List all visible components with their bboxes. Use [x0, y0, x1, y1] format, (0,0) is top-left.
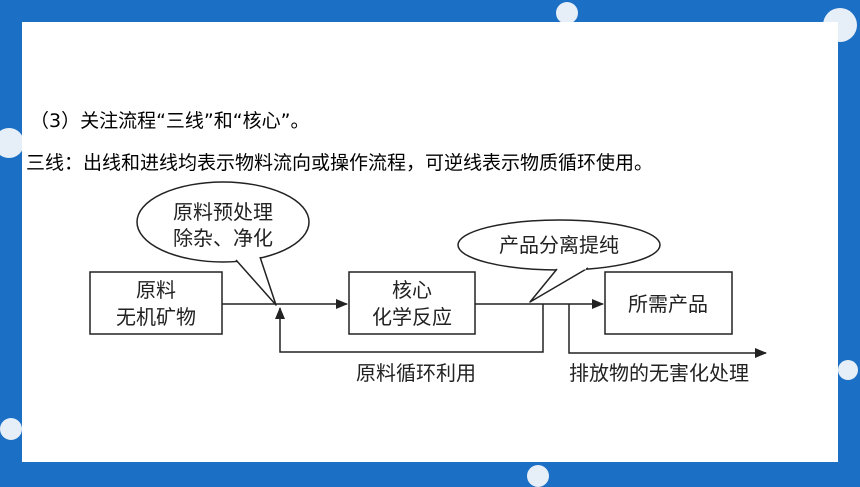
arrow-waste [568, 304, 767, 358]
arrow-recycle [275, 304, 544, 353]
process-flow-diagram: 原料预处理 除杂、净化 产品分离提纯 原料 无机矿物 核心 化学反应 所需产品 [89, 181, 767, 385]
waste-label: 排放物的无害化处理 [569, 361, 749, 385]
decor-dot [838, 360, 858, 380]
core-reaction-box: 核心 化学反应 [348, 271, 476, 335]
decor-dot [0, 418, 22, 440]
recycle-label: 原料循环利用 [356, 361, 476, 385]
raw-material-box: 原料 无机矿物 [89, 271, 223, 335]
pretreatment-label-1: 原料预处理 [173, 200, 273, 224]
raw-material-label-1: 原料 [136, 278, 176, 302]
pretreatment-callout: 原料预处理 除杂、净化 [136, 181, 310, 306]
raw-material-label-2: 无机矿物 [116, 305, 196, 329]
paragraph-line-2: 三线：出线和进线均表示物料流向或操作流程，可逆线表示物质循环使用。 [26, 152, 654, 174]
pretreatment-label-2: 除杂、净化 [173, 226, 273, 250]
separation-label: 产品分离提纯 [499, 233, 619, 257]
decor-dot [527, 465, 549, 487]
separation-callout: 产品分离提纯 [457, 219, 661, 303]
decor-dot [556, 2, 578, 24]
slide-content: （3）关注流程“三线”和“核心”。 三线：出线和进线均表示物料流向或操作流程，可… [22, 22, 838, 462]
product-box: 所需产品 [604, 271, 733, 335]
core-label-2: 化学反应 [372, 305, 452, 329]
product-label: 所需产品 [628, 292, 708, 316]
flow-arrows [222, 299, 767, 358]
core-label-1: 核心 [392, 278, 432, 302]
decor-dot [0, 128, 24, 158]
paragraph-line-1: （3）关注流程“三线”和“核心”。 [30, 110, 310, 132]
